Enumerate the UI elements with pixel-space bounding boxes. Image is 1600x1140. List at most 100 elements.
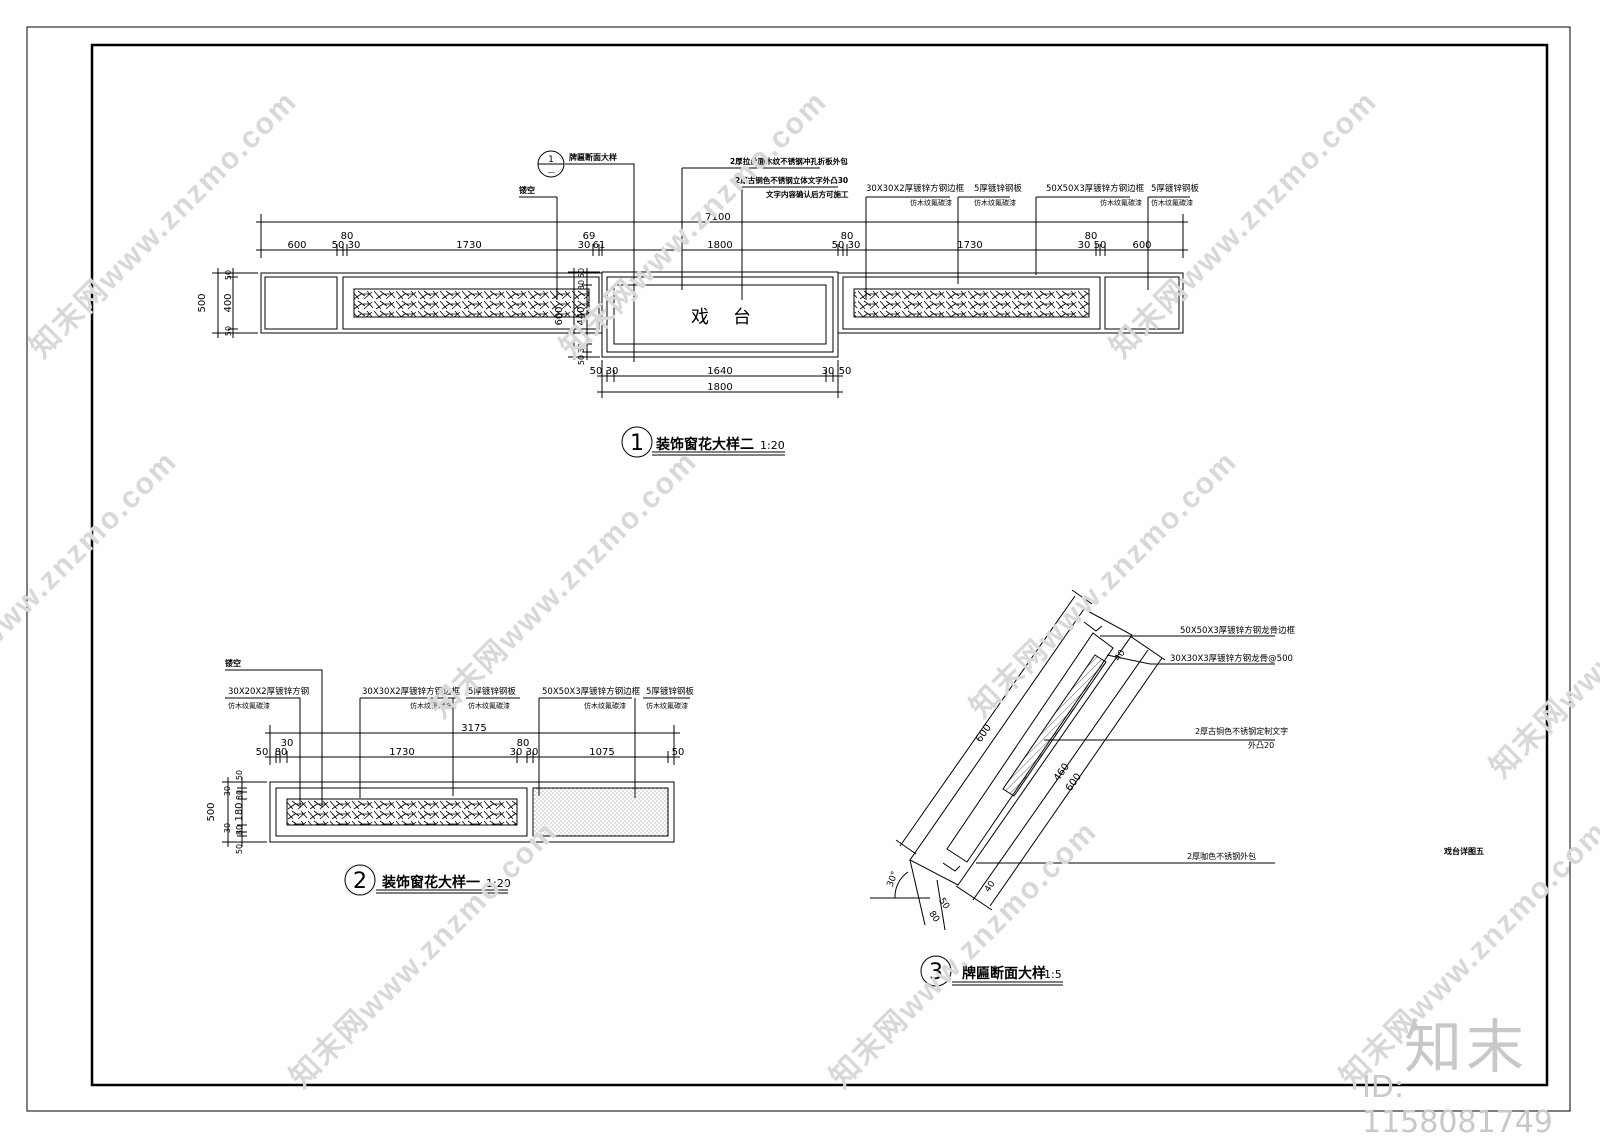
d2-dim-left-30b: 30 [223,823,232,833]
d1-note2a: 5厚镀锌钢板 [974,183,1022,194]
d1-callout-num: 1 [548,155,554,165]
d2-text: 镂空 30X20X2厚镀锌方钢 仿木纹氟碳漆 30X30X2厚镀锌方钢边框 仿木… [206,658,694,894]
d3-title: 牌匾断面大样 [962,965,1046,982]
d1-dim-1730a: 1730 [456,240,481,251]
d1-dim-left-50a: 50 [224,270,233,280]
d3-dim-40b: 40 [983,879,998,894]
d1-right-lattice [853,288,1090,318]
d1-dim-69: 69 [583,231,596,242]
d2-note1a: 30X20X2厚镀锌方钢 [228,686,309,697]
d2-dim-left-80a: 80 [235,790,244,800]
d1-ref-label: 牌匾断面大样 [569,152,617,162]
d2-note3a: 5厚镀锌钢板 [468,686,516,697]
d1-scale: 1:20 [760,439,785,452]
d1-dim-left-50b: 50 [224,326,233,336]
sheet-inner-border [90,43,1549,1087]
d2-hollow-label: 镂空 [225,658,241,668]
d1-callout-sub: — [548,168,555,176]
d2-dim-left-total: 500 [206,802,217,821]
drawing-3-plaque-section [870,589,1275,987]
d3-dim-80: 80 [926,909,941,924]
d1-dim-600a: 600 [287,240,306,251]
d3-title-num: 3 [929,960,943,985]
d2-scale: 1:20 [486,877,511,890]
d1-dim-b-50b: 50 [839,366,852,377]
d2-dim-left-180: 180 [234,802,245,821]
d1-plaque-outer [601,271,839,358]
d3-note3a: 2厚古铜色不锈钢定制文字 [1195,726,1288,736]
d2-outer-frame [269,781,675,843]
d1-dim-c-600: 600 [554,306,565,325]
d1-dim-30a: 30 [348,240,361,251]
d1-top-ticks [260,214,1184,258]
d2-dim-50b: 50 [672,747,685,758]
d3-inner-frame [946,632,1114,863]
d1-dim-c-50b: 50 [577,355,586,365]
d2-note2a: 30X30X2厚镀锌方钢边框 [362,686,461,697]
d3-note4: 2厚咖色不锈钢外包 [1187,851,1256,861]
d1-note-text2: 文字内容确认后方可施工 [766,189,849,199]
drawing-2-window-detail-one [222,669,690,896]
d1-right-end-panel [1104,276,1180,330]
d1-left-lattice-panel [342,276,600,330]
d3-dim-40a: 40 [1113,648,1128,663]
d2-dim-total: 3175 [461,723,486,734]
d2-dim-1075: 1075 [589,747,614,758]
d1-plaque-char2: 台 [733,307,751,328]
d1-note2b: 仿木纹氟碳漆 [974,198,1016,207]
d1-dim-b-50a: 50 [590,366,603,377]
d3-note3b: 外凸20 [1248,740,1274,750]
d1-right-lattice-panel [842,276,1101,330]
d3-text-hatch [1002,654,1107,797]
d2-dim-left-50b: 50 [235,844,244,854]
d1-dim-left-400: 400 [223,293,234,312]
d1-title-num: 1 [630,431,644,456]
d2-lattice [286,798,518,826]
d1-dim-b-30a: 30 [606,366,619,377]
d1-dim-c-50a: 50 [577,268,586,278]
d2-dim-left-80b: 80 [235,825,244,835]
d1-dim-61: 61 [593,240,606,251]
d1-text: 1 — 牌匾断面大样 镂空 2厚拉丝面木纹不锈钢冲孔折板外包 2厚古铜色不锈钢立… [197,152,1199,456]
d1-dim-1800: 1800 [707,240,732,251]
d1-dim-30d: 30 [1078,240,1091,251]
d1-plaque-mid [606,276,834,353]
d1-left-lattice [353,288,590,318]
d1-dim-50c: 50 [1094,240,1107,251]
d1-dim-30b: 30 [578,240,591,251]
d1-note-text1: 2厚古铜色不锈钢立体文字外凸30 [735,175,848,185]
d1-dim-b-30b: 30 [822,366,835,377]
d1-note1a: 30X30X2厚镀锌方钢边框 [866,183,965,194]
d1-dim-600b: 600 [1132,240,1151,251]
d1-left-end-panel [264,276,338,330]
d2-right-panel [532,787,669,837]
sheet-label: 戏台详图五 [1443,846,1484,856]
d3-title-circle [920,955,952,987]
d2-dim-1730: 1730 [389,747,414,758]
d1-hollow-label: 镂空 [519,185,535,195]
d2-title-num: 2 [353,869,367,894]
d3-section-body [909,608,1133,886]
d2-dim-80b: 80 [517,738,530,749]
d1-dim-80a: 80 [341,231,354,242]
d2-dim-30b: 30 [510,747,523,758]
d2-note4a: 50X50X3厚镀锌方钢边框 [542,686,641,697]
d2-dim-80a: 80 [275,747,288,758]
d1-plaque-inner [613,284,827,345]
d1-plaque-char1: 戏 [691,307,709,328]
d2-lattice-panel [275,787,528,837]
d1-dim-50b: 50 [832,240,845,251]
d2-note5a: 5厚镀锌钢板 [646,686,694,697]
d1-note4a: 5厚镀锌钢板 [1151,183,1199,194]
d2-note2b: 仿木纹氟碳漆 [410,701,452,710]
d2-dim-30a: 30 [281,738,294,749]
d1-dim-80c: 80 [1085,231,1098,242]
d1-note4b: 仿木纹氟碳漆 [1151,198,1193,207]
d3-angle: 30° [886,870,901,888]
d1-dim-b-1800: 1800 [707,382,732,393]
d1-dim-30c: 30 [848,240,861,251]
d1-dim-1730b: 1730 [957,240,982,251]
d2-note1b: 仿木纹氟碳漆 [228,701,270,710]
d1-note3a: 50X50X3厚镀锌方钢边框 [1046,183,1145,194]
